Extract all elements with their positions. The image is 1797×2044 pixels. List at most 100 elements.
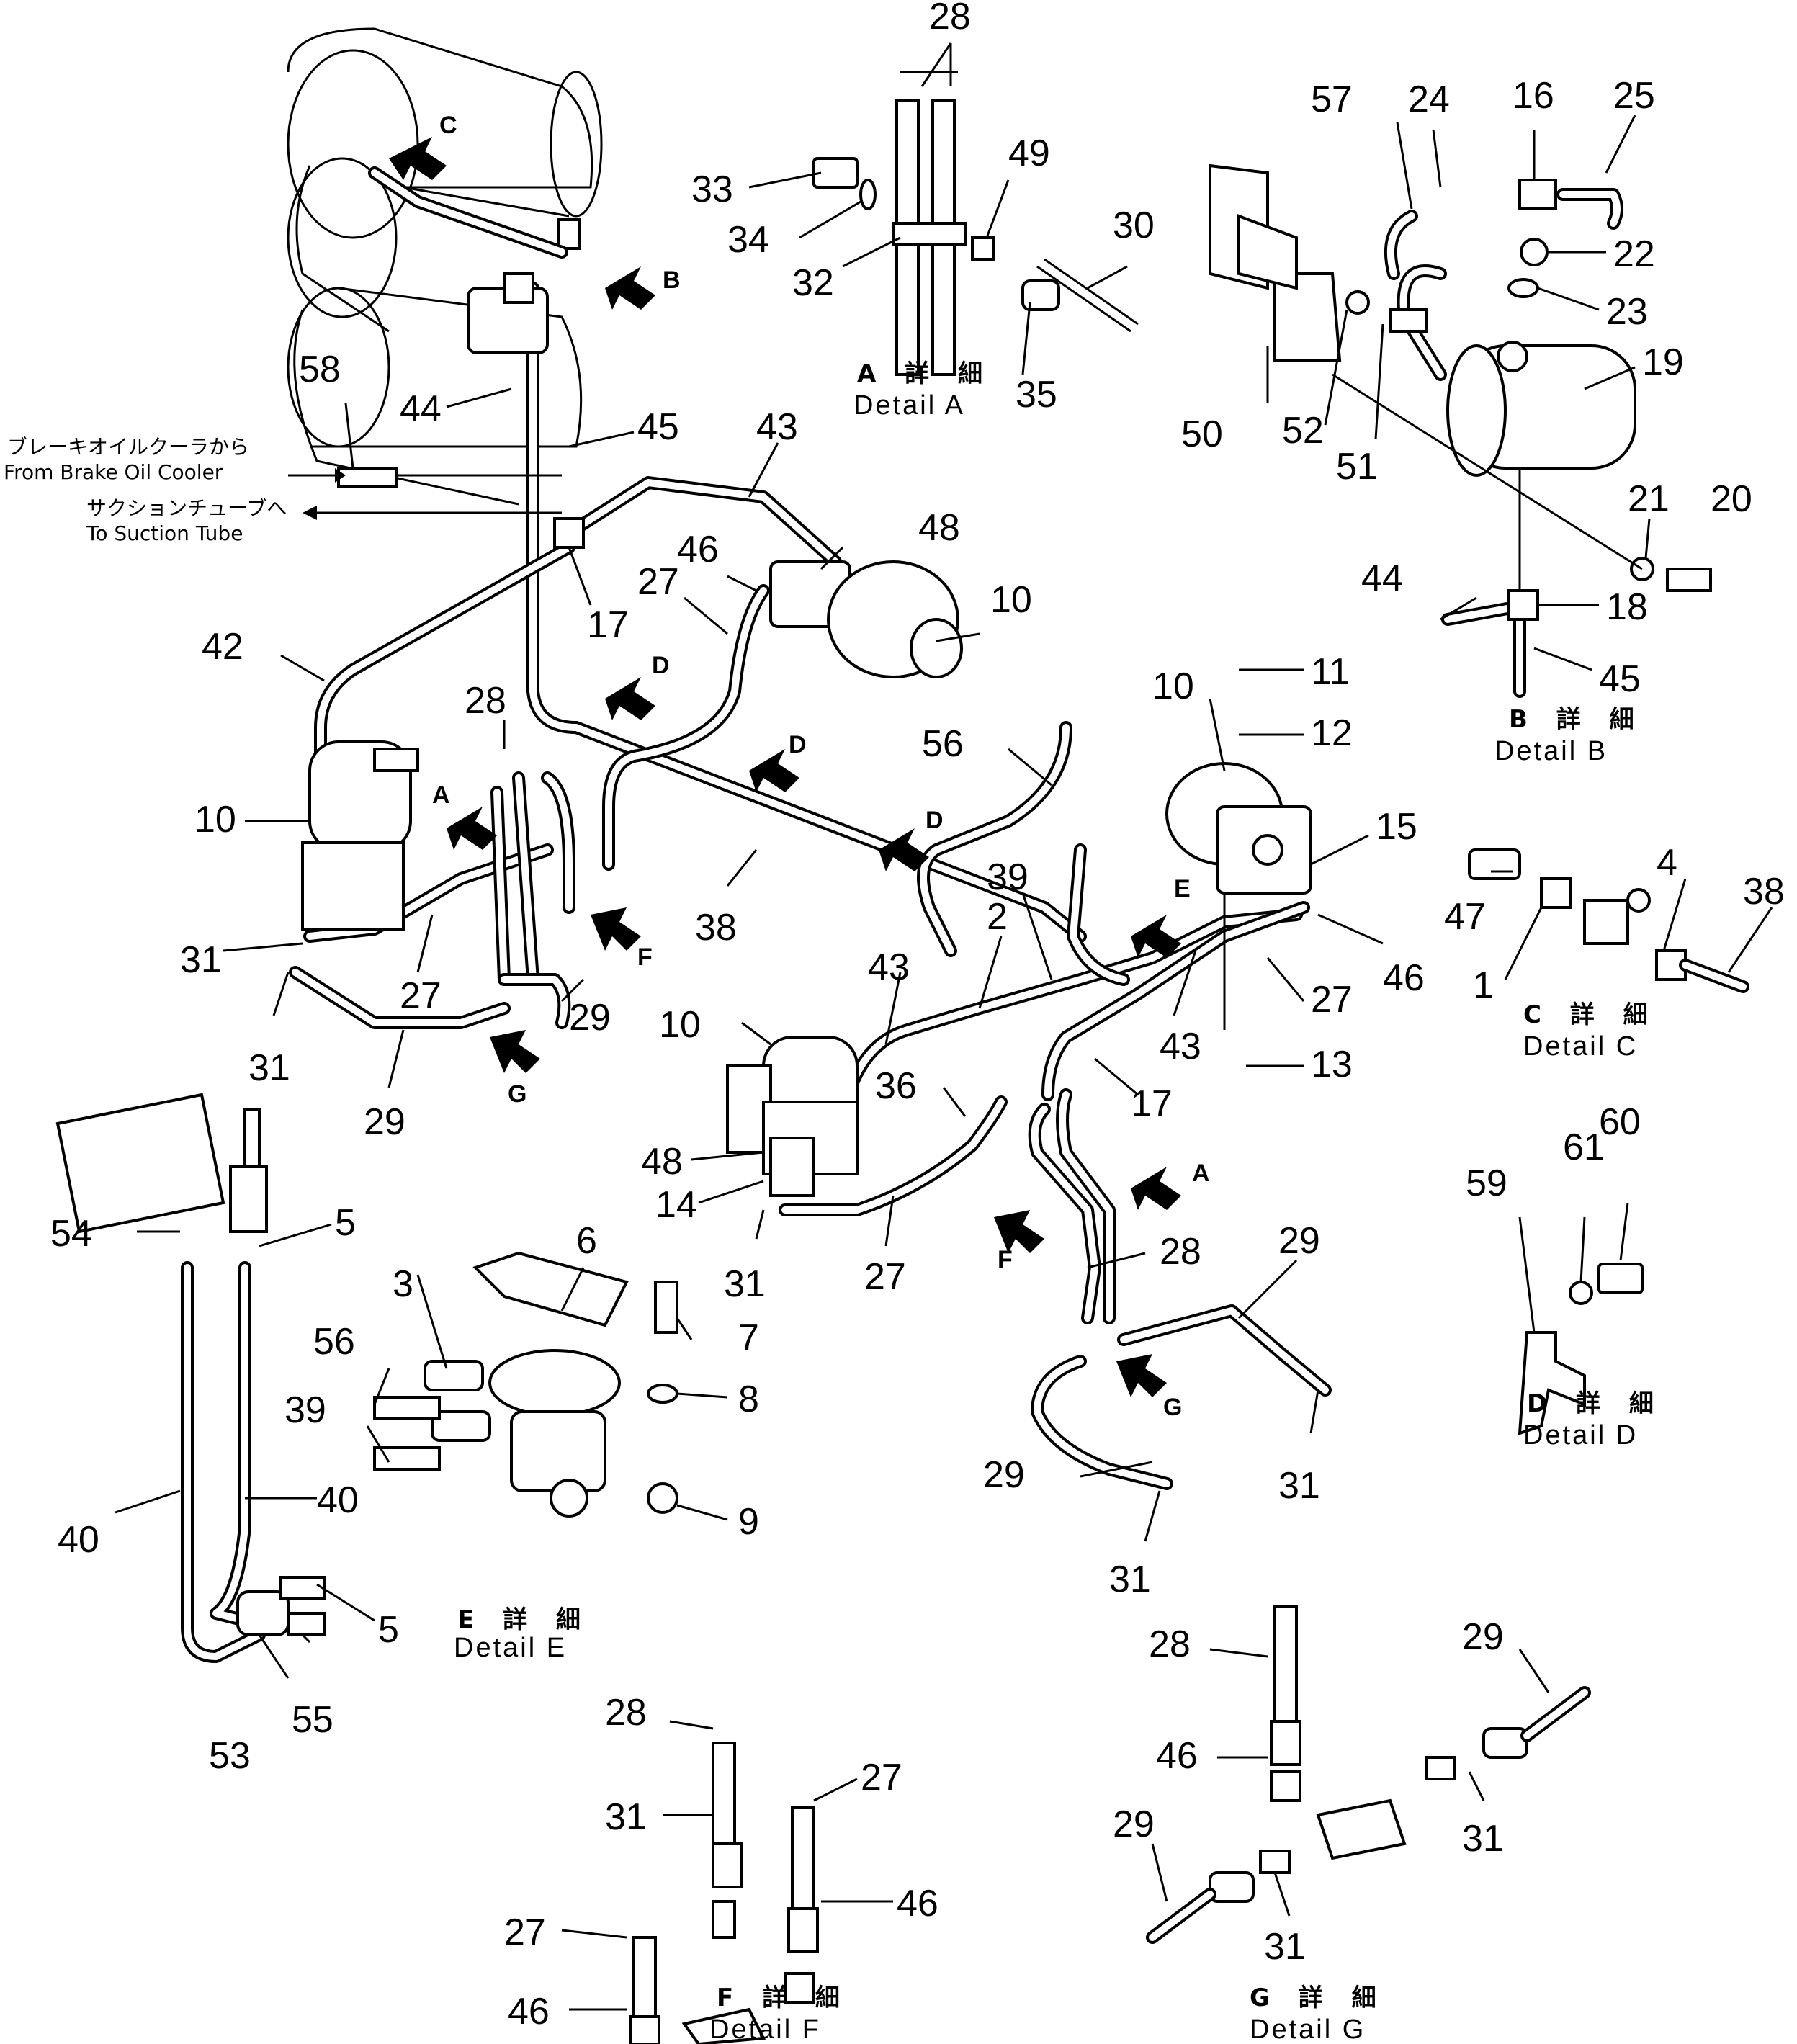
leader-lines xyxy=(115,42,1773,2011)
view-arrow-a2: A xyxy=(1131,1160,1210,1210)
label-50: 50 xyxy=(1181,413,1223,455)
label-58: 58 xyxy=(299,349,341,390)
detail-b-caption-jp: B 詳 細 xyxy=(1509,705,1644,734)
label-24: 24 xyxy=(1408,79,1450,120)
detail-a-caption-jp: A 詳 細 xyxy=(857,359,992,388)
view-arrow-c: C xyxy=(389,112,457,180)
to-suction-note-jp: サクションチューブへ xyxy=(86,496,287,520)
label-40-left: 40 xyxy=(58,1519,99,1561)
view-arrow-f2: F xyxy=(994,1210,1044,1273)
svg-text:D: D xyxy=(926,807,944,834)
label-28-detail-f: 28 xyxy=(605,1692,647,1734)
bolt-20 xyxy=(1666,568,1712,592)
label-13: 13 xyxy=(1311,1044,1353,1085)
detail-f-caption-en: Detail F xyxy=(709,2014,821,2044)
elbow-3-upper xyxy=(424,1360,484,1391)
label-56-center: 56 xyxy=(922,723,964,765)
label-38-center: 38 xyxy=(695,907,737,949)
label-28-right: 28 xyxy=(1160,1231,1201,1273)
label-4: 4 xyxy=(1657,842,1677,884)
label-48-top: 48 xyxy=(918,507,960,549)
tee-fitting-18 xyxy=(1507,589,1539,621)
label-45: 45 xyxy=(637,406,679,448)
label-36: 36 xyxy=(875,1065,917,1107)
label-59: 59 xyxy=(1466,1162,1507,1204)
label-55: 55 xyxy=(292,1699,333,1741)
svg-text:C: C xyxy=(439,112,457,139)
fitting-58 xyxy=(337,467,398,488)
label-7: 7 xyxy=(738,1317,759,1359)
label-39-center: 39 xyxy=(987,856,1029,898)
label-21: 21 xyxy=(1628,478,1670,520)
label-31-left-upper: 31 xyxy=(180,939,222,981)
view-arrows: C B D D D A A E xyxy=(389,112,1210,1421)
label-46-detail-g: 46 xyxy=(1156,1735,1198,1777)
label-35: 35 xyxy=(1016,374,1057,416)
label-10-top: 10 xyxy=(990,579,1032,621)
label-43-top: 43 xyxy=(756,406,798,448)
label-49: 49 xyxy=(1008,133,1050,174)
label-19: 19 xyxy=(1642,341,1684,383)
view-arrow-e: E xyxy=(1131,875,1191,958)
label-6: 6 xyxy=(576,1220,597,1262)
label-17-top: 17 xyxy=(587,604,629,646)
from-cooler-note-jp: ブレーキオイルクーラから xyxy=(7,435,249,459)
hose-39 xyxy=(373,1446,441,1471)
label-61: 61 xyxy=(1563,1126,1605,1168)
from-cooler-note-en: From Brake Oil Cooler xyxy=(4,460,223,484)
label-60: 60 xyxy=(1599,1101,1641,1143)
label-29-right-lower: 29 xyxy=(983,1454,1025,1496)
label-16: 16 xyxy=(1513,75,1554,117)
detail-captions: A 詳 細 Detail A B 詳 細 Detail B C 詳 細 Deta… xyxy=(454,359,1654,2044)
brake-chamber-10-top xyxy=(769,560,963,678)
fitting-5-lower xyxy=(279,1576,326,1600)
label-23: 23 xyxy=(1606,291,1648,333)
label-56-detail-e: 56 xyxy=(313,1321,355,1363)
view-arrow-d2: D xyxy=(749,731,807,792)
washer-52 xyxy=(1345,290,1370,315)
label-8: 8 xyxy=(738,1379,759,1420)
detail-d-caption-en: Detail D xyxy=(1523,1420,1638,1451)
brake-valve-6 xyxy=(472,1251,629,1518)
view-arrow-d3: D xyxy=(879,807,944,871)
label-48-center: 48 xyxy=(641,1141,683,1183)
view-arrow-f1: F xyxy=(591,907,653,971)
label-53: 53 xyxy=(209,1735,251,1777)
tank-drain-valve xyxy=(557,218,581,250)
label-44-detail-b: 44 xyxy=(1361,557,1403,599)
label-28: 28 xyxy=(929,0,971,37)
view-arrow-b: B xyxy=(605,266,681,310)
detail-e-caption-jp: E 詳 細 xyxy=(457,1605,591,1634)
label-54: 54 xyxy=(50,1213,92,1255)
label-3: 3 xyxy=(393,1263,413,1305)
label-43-center: 43 xyxy=(868,946,910,988)
part-number-labels: 28 33 34 32 49 30 35 57 24 16 25 22 23 1… xyxy=(50,0,1785,2032)
label-5-lower: 5 xyxy=(378,1609,399,1651)
brake-chamber-10-right xyxy=(1165,762,1312,895)
label-43-right: 43 xyxy=(1160,1026,1201,1067)
label-31-left-lower: 31 xyxy=(248,1047,290,1089)
label-20: 20 xyxy=(1711,478,1752,520)
label-45-detail-b: 45 xyxy=(1599,658,1641,700)
view-arrow-a1: A xyxy=(432,781,497,850)
label-30: 30 xyxy=(1113,205,1155,246)
label-39-detail-e: 39 xyxy=(284,1389,326,1431)
nut-9 xyxy=(647,1482,678,1514)
label-31-right: 31 xyxy=(1278,1465,1320,1507)
label-46-right: 46 xyxy=(1383,957,1425,999)
label-46-detail-f-left: 46 xyxy=(508,1991,550,2032)
svg-text:F: F xyxy=(998,1246,1013,1273)
label-31-detail-f: 31 xyxy=(605,1796,647,1838)
label-31-detail-g-right: 31 xyxy=(1462,1818,1504,1860)
label-38-detail-c: 38 xyxy=(1743,871,1785,913)
svg-text:A: A xyxy=(432,781,450,809)
svg-text:G: G xyxy=(508,1080,526,1108)
relay-valve-cap xyxy=(503,272,534,304)
label-34: 34 xyxy=(727,219,769,261)
fitting-55 xyxy=(287,1612,326,1636)
detail-g-caption-jp: G 詳 細 xyxy=(1250,1984,1386,2012)
label-10-right: 10 xyxy=(1152,665,1194,707)
brake-chamber-10-center xyxy=(726,1036,859,1197)
svg-text:F: F xyxy=(637,943,653,971)
reservoir-19 xyxy=(1446,341,1636,477)
